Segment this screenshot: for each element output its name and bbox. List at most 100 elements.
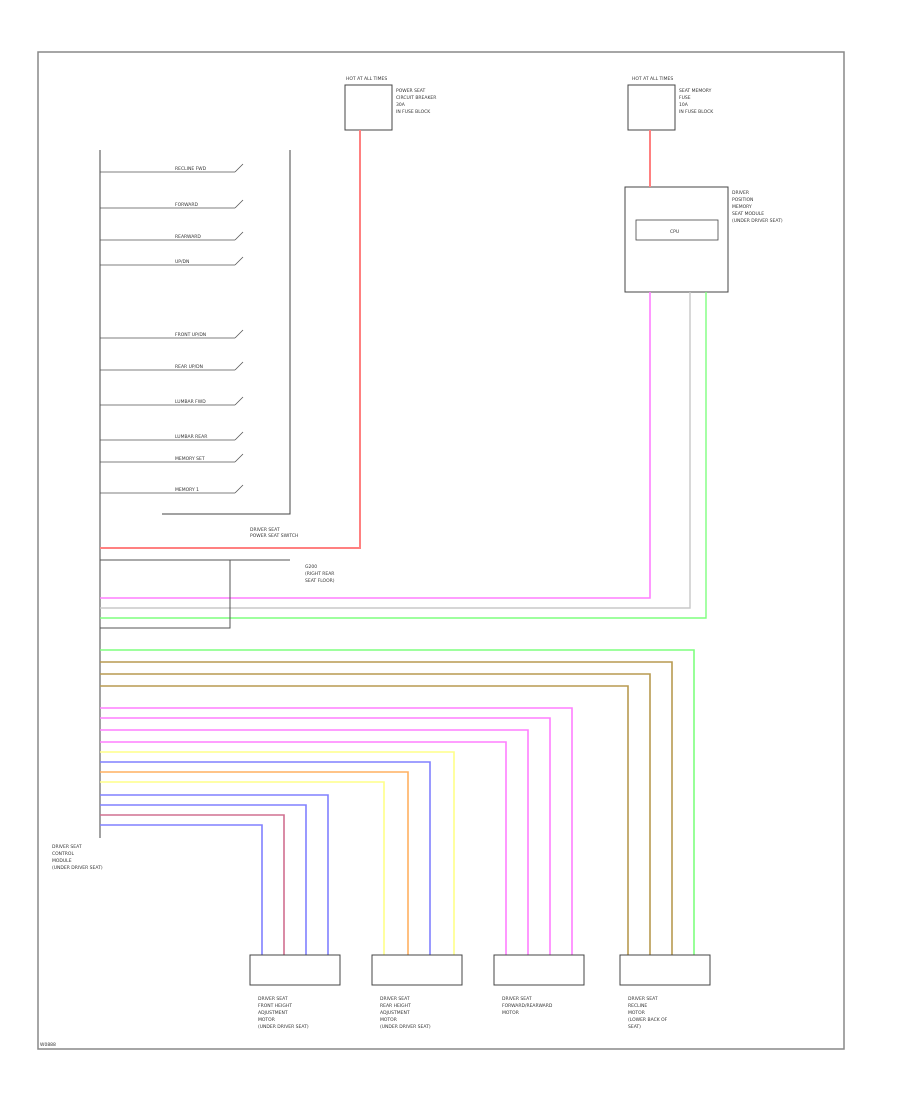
connector-label-line: MOTOR xyxy=(502,1010,519,1016)
harness-wire-14 xyxy=(100,804,307,955)
cpu-label: CPU xyxy=(670,229,679,235)
harness-wire-1 xyxy=(100,649,695,955)
module-label-4: SEAT MODULE xyxy=(732,211,764,217)
connector-label-line: RECLINE xyxy=(628,1003,647,1009)
harness-wire-16 xyxy=(100,824,263,955)
switch-contact xyxy=(234,256,244,266)
module-data-wire-1 xyxy=(100,292,651,599)
fuse-box-1-line-4: IN FUSE BLOCK xyxy=(396,109,431,115)
module-caption-1: DRIVER SEAT xyxy=(52,844,82,850)
fuse-box-2-line-2: FUSE xyxy=(679,95,691,101)
connector-label-line: DRIVER SEAT xyxy=(502,996,532,1002)
fuse-box-1-header: HOT AT ALL TIMES xyxy=(346,76,387,82)
switch-contact xyxy=(234,484,244,494)
module-label-1: DRIVER xyxy=(732,190,749,196)
connector-label-line: SEAT) xyxy=(628,1024,641,1030)
connector-label-line: FORWARD/REARWARD xyxy=(502,1003,553,1009)
connector-label-line: (UNDER DRIVER SEAT) xyxy=(258,1024,309,1030)
cpu-box xyxy=(635,219,719,241)
switch-row-label: LUMBAR REAR xyxy=(175,434,207,440)
switch-rows: RECLINE FWD FORWARD REARWARD UP/DN FRONT UP/… xyxy=(100,163,244,494)
switch-row-label: FORWARD xyxy=(175,202,198,208)
connector-label-line: MOTOR xyxy=(380,1017,397,1023)
connector-label-line: DRIVER SEAT xyxy=(258,996,288,1002)
connector-label-line: MOTOR xyxy=(628,1010,645,1016)
harness-wire-13 xyxy=(100,794,329,955)
fuse-box-2-line-3: 10A xyxy=(679,102,689,108)
module-caption-4: (UNDER DRIVER SEAT) xyxy=(52,865,103,871)
switch-row-label: RECLINE FWD xyxy=(175,166,207,172)
connector-label-line: MOTOR xyxy=(258,1017,275,1023)
ground-branch xyxy=(100,560,231,629)
harness-wire-12 xyxy=(100,781,385,955)
switch-row-label: UP/DN xyxy=(175,259,189,265)
connector-label-line: ADJUSTMENT xyxy=(258,1010,288,1016)
fuse-box-2: HOT AT ALL TIMES SEAT MEMORY FUSE 10A IN… xyxy=(627,76,714,131)
module-caption-2: CONTROL xyxy=(52,851,74,857)
switch-contact xyxy=(234,453,244,463)
switch-contact xyxy=(234,361,244,371)
switch-contact xyxy=(234,329,244,339)
switch-contact xyxy=(234,163,244,173)
harness-wire-5 xyxy=(100,707,573,955)
harness-wire-11 xyxy=(100,771,409,955)
harness-wire-2 xyxy=(100,661,673,955)
switch-caption-2: POWER SEAT SWITCH xyxy=(250,533,298,539)
switch-contact xyxy=(234,199,244,209)
ground-label-2: (RIGHT REAR xyxy=(305,571,334,577)
switch-row-label: REAR UP/DN xyxy=(175,364,203,370)
harness-wire-8 xyxy=(100,741,507,955)
switch-row-label: LUMBAR FWD xyxy=(175,399,206,405)
connector-label-line: (UNDER DRIVER SEAT) xyxy=(380,1024,431,1030)
wire-group xyxy=(100,130,707,955)
fuse-box-1-line-3: 30A xyxy=(396,102,406,108)
switch-row-label: MEMORY SET xyxy=(175,456,205,462)
module-label-5: (UNDER DRIVER SEAT) xyxy=(732,218,783,224)
footer-code: W0888 xyxy=(40,1042,56,1048)
harness-wire-7 xyxy=(100,729,529,955)
harness-wire-3 xyxy=(100,673,651,955)
ground-label-1: G200 xyxy=(305,564,317,570)
connector-label-line: (LOWER BACK OF xyxy=(628,1017,668,1023)
connector-label-line: FRONT HEIGHT xyxy=(258,1003,292,1009)
module-caption-3: MODULE xyxy=(52,858,72,864)
fuse-box-2-header: HOT AT ALL TIMES xyxy=(632,76,673,82)
harness-wire-4 xyxy=(100,685,629,955)
switch-contact xyxy=(234,231,244,241)
connector-label-line: DRIVER SEAT xyxy=(628,996,658,1002)
module-label-3: MEMORY xyxy=(732,204,752,210)
harness-wire-15 xyxy=(100,814,285,955)
switch-caption-1: DRIVER SEAT xyxy=(250,527,280,533)
control-module: CPU DRIVER POSITION MEMORY SEAT MODULE (… xyxy=(624,186,783,293)
harness-wire-6 xyxy=(100,717,551,955)
switch-contact xyxy=(234,396,244,406)
module-data-wire-3 xyxy=(100,292,707,619)
connector-label-line: REAR HEIGHT xyxy=(380,1003,411,1009)
fuse-box-1-line-1: POWER SEAT xyxy=(396,88,426,94)
switch-row-label: MEMORY 1 xyxy=(175,487,199,493)
harness-wire-10 xyxy=(100,761,431,955)
connector-label-line: DRIVER SEAT xyxy=(380,996,410,1002)
switch-row-label: FRONT UP/DN xyxy=(175,332,206,338)
fuse-box-1-line-2: CIRCUIT BREAKER xyxy=(396,95,436,101)
harness-wire-9 xyxy=(100,751,455,955)
power-feed-wire xyxy=(100,130,361,549)
switch-row-label: REARWARD xyxy=(175,234,201,240)
module-data-wire-2 xyxy=(100,292,691,609)
connector-label-line: ADJUSTMENT xyxy=(380,1010,410,1016)
diagram-frame xyxy=(37,51,845,1050)
ground-label-3: SEAT FLOOR) xyxy=(305,578,335,584)
switch-contact xyxy=(234,431,244,441)
fuse-box-1: HOT AT ALL TIMES POWER SEAT CIRCUIT BREA… xyxy=(344,76,436,131)
switch-block-outline xyxy=(162,150,291,515)
fuse-box-2-line-1: SEAT MEMORY xyxy=(679,88,712,94)
fuse-box-2-line-4: IN FUSE BLOCK xyxy=(679,109,714,115)
module-label-2: POSITION xyxy=(732,197,753,203)
